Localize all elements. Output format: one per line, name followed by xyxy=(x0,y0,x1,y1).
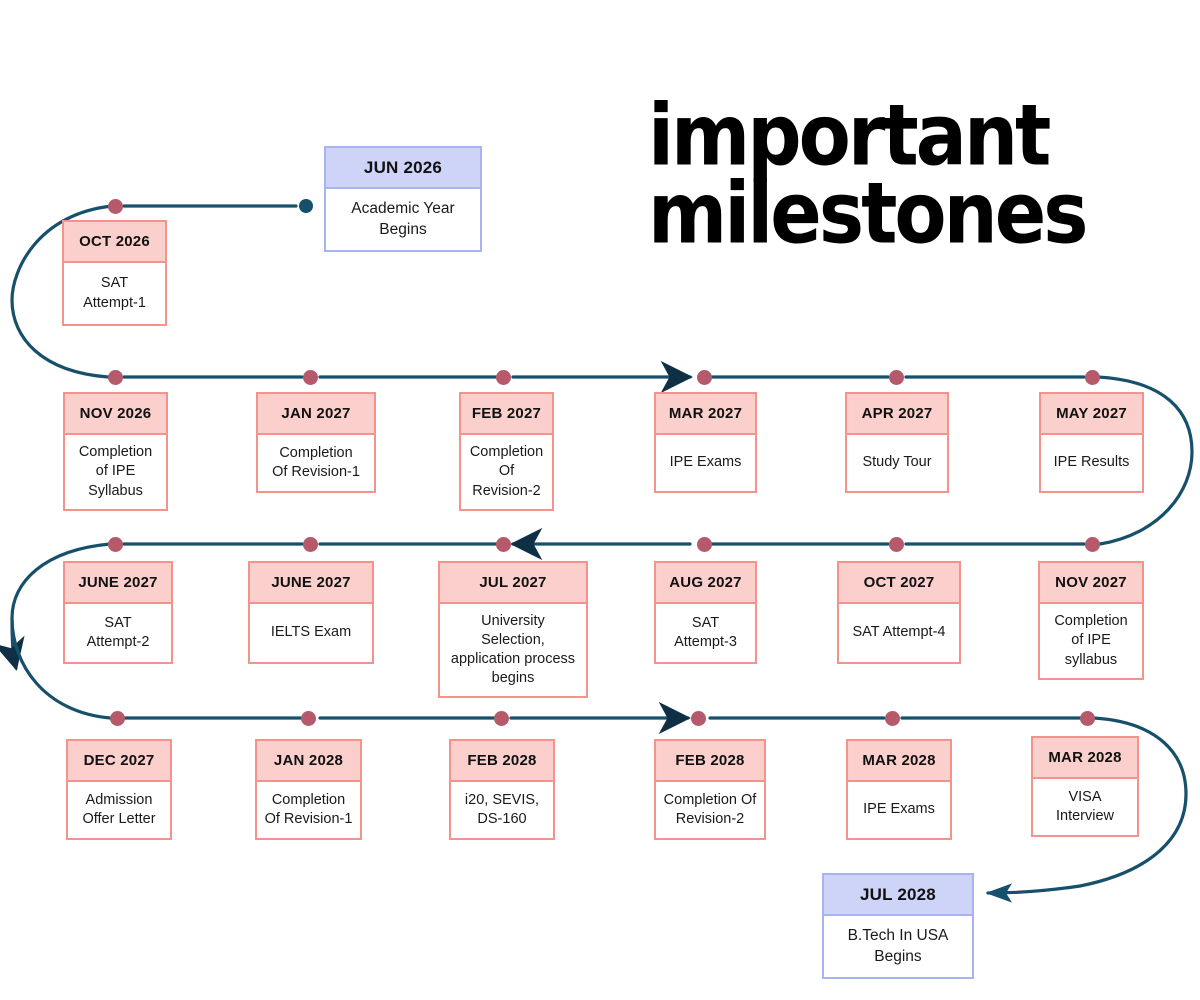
milestone-text-nov-2026: Completion of IPE Syllabus xyxy=(63,435,168,511)
milestone-card-jan-2027[interactable]: JAN 2027 Completion Of Revision-1 xyxy=(256,392,376,493)
milestone-date-oct-2027: OCT 2027 xyxy=(837,561,961,604)
milestone-date-mar-2028-ipe: MAR 2028 xyxy=(846,739,952,782)
milestone-text-jun-2026: Academic Year Begins xyxy=(324,189,482,252)
milestone-card-feb-2028-rev[interactable]: FEB 2028 Completion Of Revision-2 xyxy=(654,739,766,840)
node-dot-may-2027 xyxy=(1085,370,1100,385)
node-dot-feb-2028-rev xyxy=(691,711,706,726)
milestone-text-jul-2028: B.Tech In USA Begins xyxy=(822,916,974,979)
title-line-2: milestones xyxy=(648,163,1089,263)
milestone-text-may-2027: IPE Results xyxy=(1039,435,1144,493)
milestone-date-mar-2027: MAR 2027 xyxy=(654,392,757,435)
milestone-date-nov-2027: NOV 2027 xyxy=(1038,561,1144,604)
milestone-date-oct-2026: OCT 2026 xyxy=(62,220,167,263)
milestone-card-jul-2027[interactable]: JUL 2027 University Selection, applicati… xyxy=(438,561,588,698)
milestone-text-feb-2027: Completion Of Revision-2 xyxy=(459,435,554,511)
milestone-text-oct-2026: SAT Attempt-1 xyxy=(62,263,167,326)
node-dot-june-2027-sat xyxy=(108,537,123,552)
milestone-date-apr-2027: APR 2027 xyxy=(845,392,949,435)
milestone-text-aug-2027: SAT Attempt-3 xyxy=(654,604,757,664)
milestone-date-mar-2028-visa: MAR 2028 xyxy=(1031,736,1139,779)
milestone-date-dec-2027: DEC 2027 xyxy=(66,739,172,782)
milestone-date-jul-2028: JUL 2028 xyxy=(822,873,974,916)
node-dot-mar-2028-ipe xyxy=(885,711,900,726)
milestone-text-jan-2028: Completion Of Revision-1 xyxy=(255,782,362,840)
node-dot-jun-2026 xyxy=(299,199,313,213)
milestone-card-apr-2027[interactable]: APR 2027 Study Tour xyxy=(845,392,949,493)
milestone-card-mar-2028-visa[interactable]: MAR 2028 VISA Interview xyxy=(1031,736,1139,837)
wire-left-wrap-1 xyxy=(10,204,114,379)
milestone-card-nov-2027[interactable]: NOV 2027 Completion of IPE syllabus xyxy=(1038,561,1144,680)
node-dot-mar-2028-visa xyxy=(1080,711,1095,726)
milestone-date-jan-2027: JAN 2027 xyxy=(256,392,376,435)
milestone-date-may-2027: MAY 2027 xyxy=(1039,392,1144,435)
milestone-card-oct-2026[interactable]: OCT 2026 SAT Attempt-1 xyxy=(62,220,167,326)
node-dot-nov-2026 xyxy=(108,370,123,385)
node-dot-jan-2027 xyxy=(303,370,318,385)
milestone-text-feb-2028-rev: Completion Of Revision-2 xyxy=(654,782,766,840)
milestone-card-june-2027-ielts[interactable]: JUNE 2027 IELTS Exam xyxy=(248,561,374,664)
milestone-text-jan-2027: Completion Of Revision-1 xyxy=(256,435,376,493)
node-dot-nov-2027 xyxy=(1085,537,1100,552)
milestone-date-jan-2028: JAN 2028 xyxy=(255,739,362,782)
node-dot-aug-2027 xyxy=(697,537,712,552)
node-dot-apr-2027 xyxy=(889,370,904,385)
node-dot-june-2027-ielts xyxy=(303,537,318,552)
node-dot-oct-2027 xyxy=(889,537,904,552)
milestone-text-june-2027-sat: SAT Attempt-2 xyxy=(63,604,173,664)
node-dot-feb-2027 xyxy=(496,370,511,385)
milestone-date-june-2027-ielts: JUNE 2027 xyxy=(248,561,374,604)
milestone-date-feb-2028-rev: FEB 2028 xyxy=(654,739,766,782)
milestone-text-mar-2027: IPE Exams xyxy=(654,435,757,493)
milestone-date-nov-2026: NOV 2026 xyxy=(63,392,168,435)
milestone-date-aug-2027: AUG 2027 xyxy=(654,561,757,604)
milestone-card-aug-2027[interactable]: AUG 2027 SAT Attempt-3 xyxy=(654,561,757,664)
wire-right-wrap-1 xyxy=(1096,375,1194,546)
milestone-date-feb-2027: FEB 2027 xyxy=(459,392,554,435)
node-dot-oct-2026 xyxy=(108,199,123,214)
node-dot-dec-2027 xyxy=(110,711,125,726)
milestone-text-feb-2028-i20: i20, SEVIS, DS-160 xyxy=(449,782,555,840)
milestone-text-dec-2027: Admission Offer Letter xyxy=(66,782,172,840)
milestone-card-mar-2027[interactable]: MAR 2027 IPE Exams xyxy=(654,392,757,493)
milestone-card-june-2027-sat[interactable]: JUNE 2027 SAT Attempt-2 xyxy=(63,561,173,664)
milestone-text-mar-2028-ipe: IPE Exams xyxy=(846,782,952,840)
milestone-date-june-2027-sat: JUNE 2027 xyxy=(63,561,173,604)
milestone-text-nov-2027: Completion of IPE syllabus xyxy=(1038,604,1144,680)
milestone-date-feb-2028-i20: FEB 2028 xyxy=(449,739,555,782)
milestone-card-dec-2027[interactable]: DEC 2027 Admission Offer Letter xyxy=(66,739,172,840)
milestone-card-feb-2028-i20[interactable]: FEB 2028 i20, SEVIS, DS-160 xyxy=(449,739,555,840)
milestone-card-nov-2026[interactable]: NOV 2026 Completion of IPE Syllabus xyxy=(63,392,168,511)
milestone-date-jul-2027: JUL 2027 xyxy=(438,561,588,604)
milestone-card-oct-2027[interactable]: OCT 2027 SAT Attempt-4 xyxy=(837,561,961,664)
milestone-text-june-2027-ielts: IELTS Exam xyxy=(248,604,374,664)
node-dot-jul-2027 xyxy=(496,537,511,552)
node-dot-mar-2027 xyxy=(697,370,712,385)
node-dot-feb-2028-i20 xyxy=(494,711,509,726)
wire-left-wrap-2b xyxy=(10,616,112,720)
title-line-1: important xyxy=(648,84,1051,185)
milestone-text-mar-2028-visa: VISA Interview xyxy=(1031,779,1139,837)
milestone-card-jun-2026[interactable]: JUN 2026 Academic Year Begins xyxy=(324,146,482,252)
node-dot-jan-2028 xyxy=(301,711,316,726)
milestone-text-apr-2027: Study Tour xyxy=(845,435,949,493)
milestone-card-jan-2028[interactable]: JAN 2028 Completion Of Revision-1 xyxy=(255,739,362,840)
milestone-text-oct-2027: SAT Attempt-4 xyxy=(837,604,961,664)
milestone-card-mar-2028-ipe[interactable]: MAR 2028 IPE Exams xyxy=(846,739,952,840)
milestone-text-jul-2027: University Selection, application proces… xyxy=(438,604,588,698)
milestone-card-feb-2027[interactable]: FEB 2027 Completion Of Revision-2 xyxy=(459,392,554,511)
wire-right-wrap-2 xyxy=(985,716,1188,903)
milestone-card-jul-2028[interactable]: JUL 2028 B.Tech In USA Begins xyxy=(822,873,974,979)
wire-left-wrap-2a xyxy=(0,542,112,671)
milestone-card-may-2027[interactable]: MAY 2027 IPE Results xyxy=(1039,392,1144,493)
milestone-date-jun-2026: JUN 2026 xyxy=(324,146,482,189)
